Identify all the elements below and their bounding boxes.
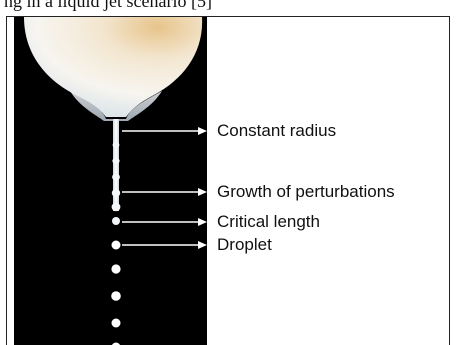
label-droplet: Droplet: [217, 235, 272, 255]
arrows: [122, 127, 207, 249]
droplets: [111, 241, 121, 345]
droplet: [111, 264, 120, 273]
figure-caption-fragment: ng in a liquid jet scenario [5]: [0, 0, 457, 14]
droplet: [112, 241, 121, 250]
nozzle-bulb: [24, 17, 202, 117]
droplet: [111, 291, 121, 301]
label-growth-of-perturbations: Growth of perturbations: [217, 182, 395, 202]
caption-text: ng in a liquid jet scenario [5]: [4, 0, 212, 10]
liquid-jet-illustration: [14, 17, 207, 345]
liquid-jet-photo: [14, 17, 207, 345]
label-constant-radius: Constant radius: [217, 121, 336, 141]
continuous-jet: [113, 119, 119, 211]
label-critical-length: Critical length: [217, 212, 320, 232]
droplet: [112, 319, 121, 328]
